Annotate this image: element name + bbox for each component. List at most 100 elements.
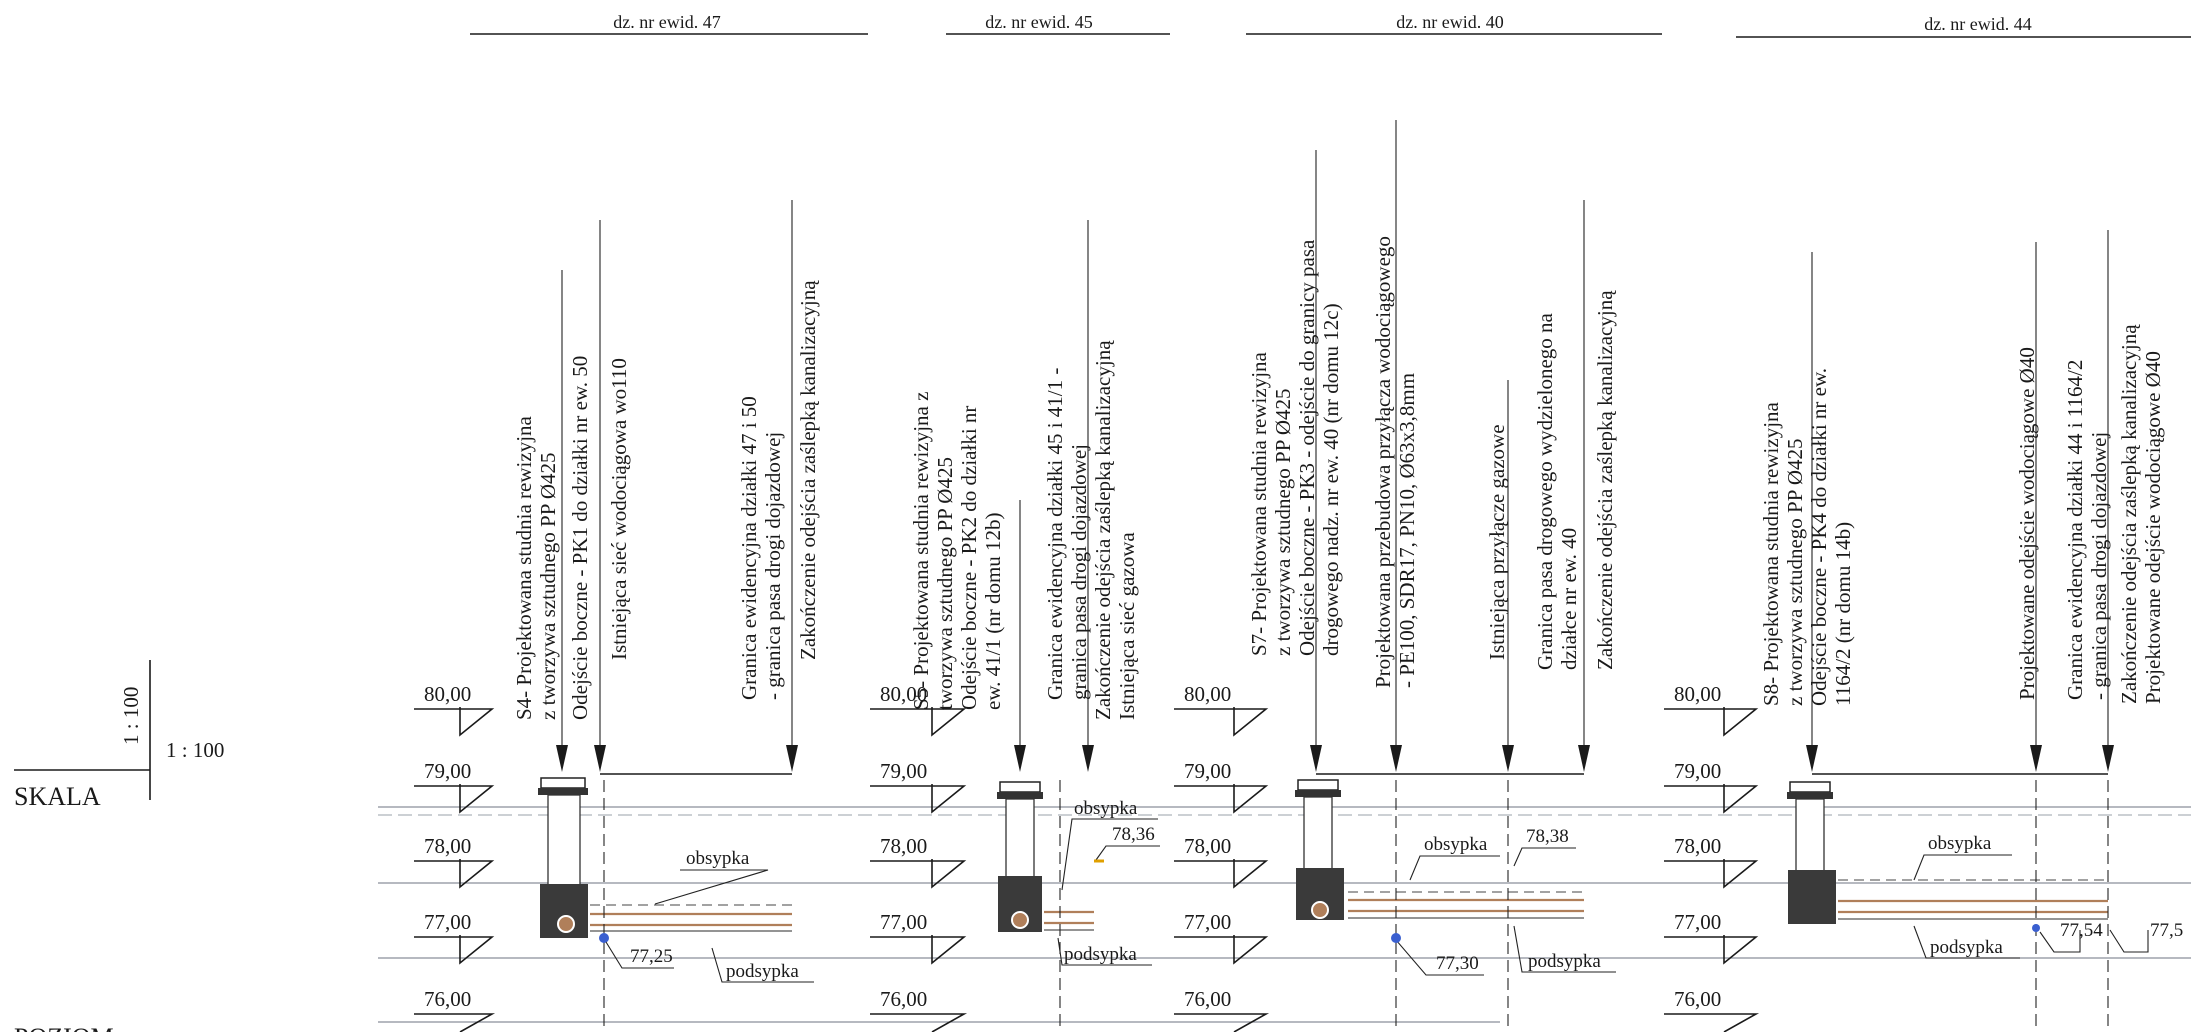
section-description: S5- Projektowana studnia rewizyjna ztwor…: [909, 392, 1005, 710]
leader-arrow: [2102, 745, 2114, 772]
scale-label: SKALA: [14, 782, 101, 811]
elevation-ruler: 80,00 79,00 78,00 77,00 76,00: [414, 682, 496, 1032]
level-leader: [2109, 929, 2149, 953]
elevation-marker: [1664, 1013, 1760, 1032]
elevation-label: 77,00: [424, 910, 471, 934]
poziom-label: POZIOM: [14, 1023, 114, 1032]
backfill-leader: [1409, 855, 1500, 881]
elevation-label: 78,00: [1674, 834, 1721, 858]
elevation-marker: [1664, 935, 1759, 965]
elevation-ruler: 80,00 79,00 78,00 77,00 76,00: [870, 682, 968, 1032]
leader-arrow: [786, 745, 798, 772]
manhole-s4: [538, 777, 588, 938]
elevation-label: 78,00: [1184, 834, 1231, 858]
level-leader: [2039, 930, 2081, 953]
parcel-label-45: dz. nr ewid. 45: [985, 12, 1092, 32]
elevation-marker: [1174, 1013, 1270, 1032]
section-description: Granica pasa drogowego wydzielonego nadz…: [1533, 312, 1581, 670]
section-description: S7- Projektowana studnia rewizyjnaz twor…: [1247, 239, 1343, 656]
water-main-point: [599, 933, 609, 943]
backfill-label: obsypka: [1074, 798, 1138, 819]
elevation-marker: [414, 1013, 496, 1032]
backfill-label: obsypka: [686, 848, 750, 869]
backfill-leader: [654, 869, 769, 905]
elevation-label: 76,00: [880, 987, 927, 1011]
backfill-leader: [1061, 818, 1158, 891]
bedding-label: podsypka: [726, 961, 799, 982]
section-description: S4- Projektowana studnia rewizyjnaz twor…: [512, 415, 560, 720]
elevation-marker: [870, 784, 967, 814]
section-description: Zakończenie odejścia zaślepką kanalizacy…: [1593, 290, 1617, 670]
scale-horizontal: 1 : 100: [166, 738, 224, 762]
elevation-marker: [870, 1013, 968, 1032]
elevation-label: 77,00: [880, 910, 927, 934]
bedding-leader: [1513, 925, 1616, 973]
elevation-label: 80,00: [1184, 682, 1231, 706]
section-description: Granica ewidencyjna działki 47 i 50- gra…: [737, 396, 785, 700]
leader-arrow: [594, 745, 606, 772]
section-s8: 80,00 79,00 78,00 77,00 76,00 S8- Projek…: [1664, 230, 2183, 1032]
elevation-ruler: 80,00 79,00 78,00 77,00 76,00: [1664, 682, 1760, 1032]
level-leader: [605, 941, 674, 969]
elevation-label: 80,00: [424, 682, 471, 706]
leader-arrow: [1502, 745, 1514, 772]
section-description: Zakończenie odejścia zaślepką kanalizacy…: [2117, 324, 2165, 704]
bedding-label: podsypka: [1528, 951, 1601, 972]
section-description: Granica ewidencyjna działki 44 i 1164/2-…: [2063, 360, 2111, 700]
section-description: S8- Projektowana studnia rewizyjnaz twor…: [1759, 368, 1855, 706]
elevation-label: 76,00: [424, 987, 471, 1011]
section-s5: 80,00 79,00 78,00 77,00 76,00 S5- Projek…: [870, 220, 1160, 1032]
manhole-s7: [1295, 779, 1344, 920]
elevation-label: 79,00: [1674, 759, 1721, 783]
parcel-headers: dz. nr ewid. 47 dz. nr ewid. 45 dz. nr e…: [470, 12, 2191, 38]
elevation-marker: [1174, 784, 1269, 814]
section-description: Granica ewidencyjna działki 45 i 41/1 -g…: [1043, 368, 1091, 700]
elevation-marker: [414, 859, 495, 889]
elevation-marker: [1664, 859, 1759, 889]
leader-arrow: [1310, 745, 1322, 772]
backfill-leader: [1913, 854, 2012, 881]
section-s4: 80,00 79,00 78,00 77,00 76,00 S4- Projek…: [414, 200, 820, 1032]
level-label: 77,5: [2150, 920, 2183, 941]
section-description: Projektowane odejście wodociągowe Ø40: [2015, 347, 2039, 700]
parcel-label-40: dz. nr ewid. 40: [1396, 12, 1503, 32]
elevation-marker: [414, 935, 495, 965]
level-label: 77,30: [1436, 953, 1479, 974]
section-description: Odejście boczne - PK1 do działki nr ew. …: [568, 356, 592, 720]
elevation-marker: [1664, 784, 1759, 814]
parcel-label-47: dz. nr ewid. 47: [613, 12, 720, 32]
leader-arrow: [1390, 745, 1402, 772]
manhole-s8: [1787, 781, 1836, 924]
elevation-ruler: 80,00 79,00 78,00 77,00 76,00: [1174, 682, 1270, 1032]
section-description: Istniejąca sieć wodociągowa wo110: [607, 358, 631, 660]
leader-arrow: [1014, 745, 1026, 772]
bedding-leader: [711, 947, 814, 983]
section-description: Zakończenie odejścia zaślepką kanalizacy…: [796, 280, 820, 660]
elevation-marker: [870, 935, 967, 965]
level-label: 77,54: [2060, 920, 2103, 941]
scale-block: 1 : 100 1 : 100 SKALA POZIOM: [14, 660, 224, 1032]
elevation-marker: [870, 859, 967, 889]
elevation-label: 77,00: [1674, 910, 1721, 934]
elevation-label: 79,00: [424, 759, 471, 783]
section-description: Istniejąca przyłącze gazowe: [1485, 424, 1509, 660]
manhole-s5: [997, 781, 1043, 932]
bedding-label: podsypka: [1064, 944, 1137, 965]
leader-arrow: [556, 745, 568, 772]
leader-arrow: [2030, 745, 2042, 772]
leader-arrow: [1806, 745, 1818, 772]
elevation-label: 80,00: [880, 682, 927, 706]
level-label: 78,38: [1526, 826, 1569, 847]
elevation-label: 79,00: [1184, 759, 1231, 783]
water-main-point: [1391, 933, 1401, 943]
reference-lines: [378, 806, 2191, 1023]
elevation-marker: [414, 784, 495, 814]
elevation-label: 76,00: [1674, 987, 1721, 1011]
section-description: Projektowana przebudowa przyłącza wodoci…: [1371, 236, 1419, 688]
bedding-leader: [1913, 925, 2020, 959]
parcel-label-44: dz. nr ewid. 44: [1924, 14, 2031, 34]
scale-vertical: 1 : 100: [119, 687, 143, 745]
section-description: Zakończenie odejścia zaślepką kanalizacy…: [1091, 340, 1139, 720]
level-leader: [1513, 847, 1576, 867]
level-label: 78,36: [1112, 824, 1155, 845]
